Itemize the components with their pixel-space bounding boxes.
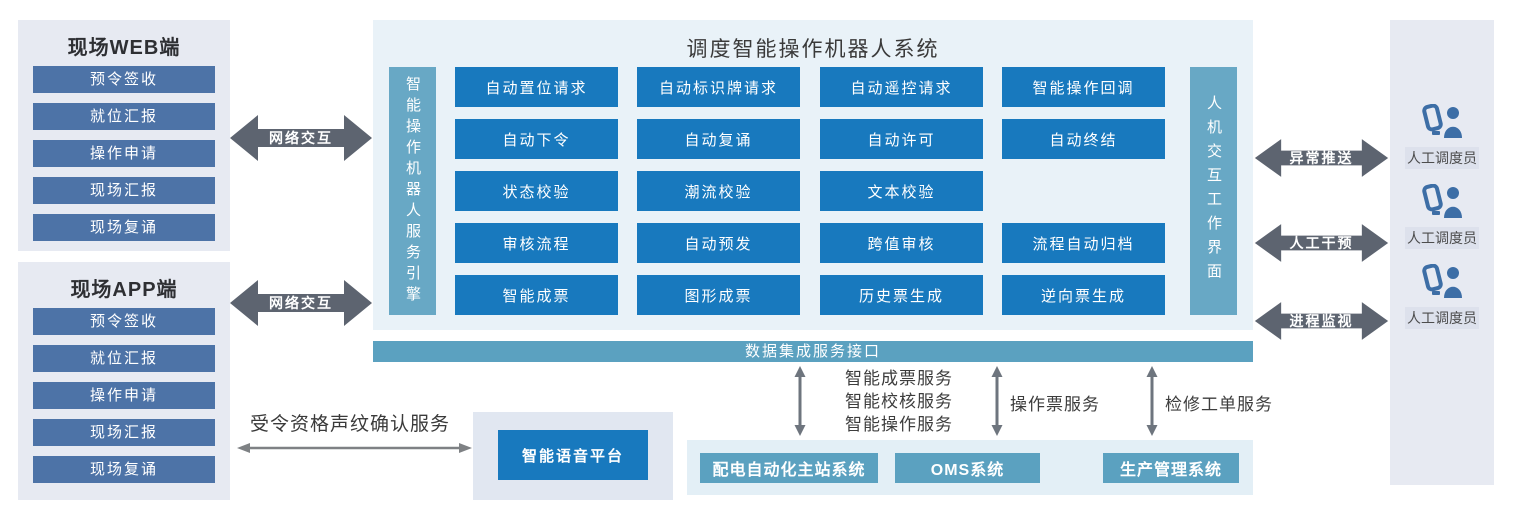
process-monitor-arrow: 进程监视 — [1253, 298, 1390, 344]
voiceprint-service-label: 受令资格声纹确认服务 — [249, 414, 450, 435]
service-label-group-2: 操作票服务 — [1010, 393, 1100, 416]
dispatcher-panel: 人工调度员 人工调度员 人工调度员 — [1390, 20, 1494, 485]
voice-platform-panel: 智能语音平台 — [473, 412, 673, 500]
web-item-operation-apply[interactable]: 操作申请 — [33, 140, 215, 167]
btn-graphic-ticket[interactable]: 图形成票 — [637, 275, 800, 315]
service-label-line: 智能校核服务 — [845, 392, 953, 411]
btn-smart-operation-callback[interactable]: 智能操作回调 — [1002, 67, 1165, 107]
service-engine-bar: 智能操作机器人服务引擎 — [389, 67, 436, 315]
service-label-line: 检修工单服务 — [1165, 395, 1273, 414]
web-panel-title: 现场WEB端 — [67, 37, 181, 59]
double-arrow-icon — [230, 115, 372, 161]
btn-smart-ticket[interactable]: 智能成票 — [455, 275, 618, 315]
service-arrow-1 — [793, 366, 807, 436]
btn-reverse-ticket[interactable]: 逆向票生成 — [1002, 275, 1165, 315]
data-integration-bus: 数据集成服务接口 — [373, 341, 1253, 362]
system-distribution-automation[interactable]: 配电自动化主站系统 — [700, 453, 878, 483]
btn-auto-repeat[interactable]: 自动复诵 — [637, 119, 800, 159]
dispatcher-label: 人工调度员 — [1405, 307, 1479, 329]
app-item-operation-apply[interactable]: 操作申请 — [33, 382, 215, 409]
dispatcher-2: 人工调度员 — [1390, 183, 1494, 249]
app-item-site-repeat[interactable]: 现场复诵 — [33, 456, 215, 483]
double-arrow-icon — [1254, 139, 1389, 177]
btn-text-check[interactable]: 文本校验 — [820, 171, 983, 211]
manual-intervention-arrow: 人工干预 — [1253, 220, 1390, 266]
service-label-group-1: 智能成票服务 智能校核服务 智能操作服务 — [845, 367, 953, 436]
network-arrow-label: 网络交互 — [269, 130, 333, 146]
app-item-site-report[interactable]: 现场汇报 — [33, 419, 215, 446]
dispatcher-at-computer-icon — [1422, 183, 1462, 218]
btn-auto-remote-request[interactable]: 自动遥控请求 — [820, 67, 983, 107]
btn-auto-command[interactable]: 自动下令 — [455, 119, 618, 159]
app-panel-title: 现场APP端 — [70, 279, 178, 301]
vertical-double-arrow-icon — [991, 366, 1003, 436]
btn-review-flow[interactable]: 审核流程 — [455, 223, 618, 263]
btn-state-check[interactable]: 状态校验 — [455, 171, 618, 211]
btn-auto-terminate[interactable]: 自动终结 — [1002, 119, 1165, 159]
web-item-site-report[interactable]: 现场汇报 — [33, 177, 215, 204]
dispatcher-at-computer-icon — [1422, 103, 1462, 138]
dispatcher-label: 人工调度员 — [1405, 227, 1479, 249]
network-arrow-web: 网络交互 — [228, 110, 374, 166]
web-item-site-repeat[interactable]: 现场复诵 — [33, 214, 215, 241]
right-arrow-label: 异常推送 — [1289, 150, 1354, 166]
thin-double-arrow-icon — [237, 443, 472, 453]
dispatcher-3: 人工调度员 — [1390, 263, 1494, 329]
service-arrow-3 — [1145, 366, 1159, 436]
app-terminal-panel: 现场APP端 预令签收 就位汇报 操作申请 现场汇报 现场复诵 — [18, 262, 230, 500]
btn-auto-archive[interactable]: 流程自动归档 — [1002, 223, 1165, 263]
network-arrow-label: 网络交互 — [269, 295, 333, 311]
hmi-interface-bar: 人机交互工作界面 — [1190, 67, 1237, 315]
vertical-double-arrow-icon — [1146, 366, 1158, 436]
btn-cross-shift-review[interactable]: 跨值审核 — [820, 223, 983, 263]
app-item-order-sign[interactable]: 预令签收 — [33, 308, 215, 335]
abnormal-push-arrow: 异常推送 — [1253, 135, 1390, 181]
btn-auto-tag-request[interactable]: 自动标识牌请求 — [637, 67, 800, 107]
robot-system-panel: 调度智能操作机器人系统 智能操作机器人服务引擎 人机交互工作界面 自动置位请求 … — [373, 20, 1253, 330]
service-label-line: 智能成票服务 — [845, 369, 953, 388]
right-arrow-label: 人工干预 — [1289, 235, 1354, 251]
system-title: 调度智能操作机器人系统 — [686, 38, 940, 61]
voiceprint-link-arrow — [237, 441, 472, 453]
service-label-line: 操作票服务 — [1010, 395, 1100, 414]
double-arrow-icon — [1254, 224, 1389, 262]
app-item-inplace-report[interactable]: 就位汇报 — [33, 345, 215, 372]
web-item-inplace-report[interactable]: 就位汇报 — [33, 103, 215, 130]
voice-platform-button[interactable]: 智能语音平台 — [498, 430, 648, 480]
dispatcher-1: 人工调度员 — [1390, 103, 1494, 169]
system-production-management[interactable]: 生产管理系统 — [1103, 453, 1239, 483]
service-label-line: 智能操作服务 — [845, 415, 953, 434]
web-item-order-sign[interactable]: 预令签收 — [33, 66, 215, 93]
web-terminal-panel: 现场WEB端 预令签收 就位汇报 操作申请 现场汇报 现场复诵 — [18, 20, 230, 251]
right-arrow-label: 进程监视 — [1289, 313, 1354, 329]
btn-auto-set-request[interactable]: 自动置位请求 — [455, 67, 618, 107]
double-arrow-icon — [1254, 302, 1389, 340]
btn-history-ticket[interactable]: 历史票生成 — [820, 275, 983, 315]
dispatcher-label: 人工调度员 — [1405, 147, 1479, 169]
btn-auto-preissue[interactable]: 自动预发 — [637, 223, 800, 263]
network-arrow-app: 网络交互 — [228, 275, 374, 331]
external-systems-panel: 配电自动化主站系统 OMS系统 生产管理系统 — [687, 440, 1253, 495]
btn-powerflow-check[interactable]: 潮流校验 — [637, 171, 800, 211]
service-label-group-3: 检修工单服务 — [1165, 393, 1273, 416]
dispatcher-at-computer-icon — [1422, 263, 1462, 298]
vertical-double-arrow-icon — [794, 366, 806, 436]
system-oms[interactable]: OMS系统 — [895, 453, 1040, 483]
service-arrow-2 — [990, 366, 1004, 436]
btn-auto-permit[interactable]: 自动许可 — [820, 119, 983, 159]
double-arrow-icon — [230, 280, 372, 326]
